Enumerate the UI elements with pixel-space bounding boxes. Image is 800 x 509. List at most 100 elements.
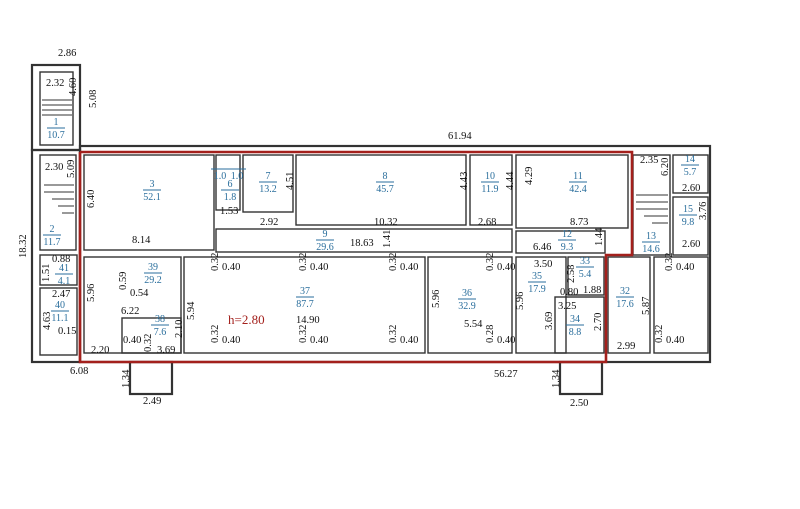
dimension-label: 3.76 <box>698 202 709 220</box>
dimension-label: 2.35 <box>640 155 658 166</box>
room-number: 10 <box>485 171 495 182</box>
dimension-label: 2.49 <box>143 396 161 407</box>
dimension-label: 0.40 <box>400 335 418 346</box>
room-label-38: 387.6 <box>151 314 169 338</box>
dimension-label: 0.28 <box>485 325 496 343</box>
dimension-label: 1.51 <box>41 264 52 282</box>
walls <box>30 63 712 396</box>
dimension-label: 2.70 <box>593 313 604 331</box>
dimension-label: 1.44 <box>594 227 605 246</box>
room-number: 36 <box>462 288 472 299</box>
room-area: 9.3 <box>561 242 574 253</box>
dimension-label: 0.40 <box>123 335 141 346</box>
room-label-wc4: 1.0 <box>228 168 246 182</box>
dimension-label: 1.34 <box>551 369 562 388</box>
dimension-label: 1.88 <box>583 285 601 296</box>
room-area: 9.8 <box>682 217 695 228</box>
room-area: 13.2 <box>259 184 277 195</box>
room-number: 37 <box>300 286 310 297</box>
dimension-label: 2.86 <box>58 48 76 59</box>
dimension-label: 0.40 <box>222 335 240 346</box>
dimension-label: 0.32 <box>210 325 221 343</box>
room-area: 5.7 <box>684 167 697 178</box>
dimension-label: 0.40 <box>676 262 694 273</box>
room-area: 17.9 <box>528 284 546 295</box>
dimension-label: 0.40 <box>310 262 328 273</box>
dimension-label: 0.40 <box>666 335 684 346</box>
room-number: 13 <box>646 231 656 242</box>
room-number: 39 <box>148 262 158 273</box>
room-area: 11.7 <box>43 237 60 248</box>
room-area: 7.6 <box>154 327 167 338</box>
room-area: 4.1 <box>58 276 71 287</box>
room-area: 29.6 <box>316 242 334 253</box>
dimension-label: 0.40 <box>497 335 515 346</box>
room-label-12: 129.3 <box>558 229 576 253</box>
dimension-label: 2.20 <box>91 345 109 356</box>
room-label-33: 335.4 <box>576 256 594 280</box>
room-label-1: 110.7 <box>47 117 65 141</box>
dimension-label: 18.63 <box>350 238 374 249</box>
dimension-label: 5.87 <box>641 297 652 315</box>
room-label-8: 845.7 <box>376 171 394 195</box>
room-number: 34 <box>570 314 580 325</box>
dimension-label: 0.15 <box>58 326 76 337</box>
room-number: 3 <box>150 179 155 190</box>
dimension-label: 0.40 <box>497 262 515 273</box>
leased-area-outline <box>78 150 634 364</box>
dimension-label: 2.68 <box>478 217 496 228</box>
dimension-label: 1.41 <box>382 230 393 248</box>
dimension-label: 3.69 <box>544 312 555 330</box>
dimension-label: 8.73 <box>570 217 588 228</box>
dimension-label: 0.40 <box>222 262 240 273</box>
room-number: 38 <box>155 314 165 325</box>
dimension-label: 0.32 <box>298 253 309 271</box>
room-area: 45.7 <box>376 184 394 195</box>
dimension-label: 5.09 <box>66 160 77 178</box>
room-number: 8 <box>383 171 388 182</box>
room-number: 40 <box>55 300 65 311</box>
room-number: 32 <box>620 286 630 297</box>
dimension-label: 3.25 <box>558 301 576 312</box>
room-area: 32.9 <box>458 301 476 312</box>
dimension-label: 4.29 <box>524 167 535 185</box>
dimension-label: 0.32 <box>210 253 221 271</box>
room-area: 29.2 <box>144 275 162 286</box>
dimension-label: 5.96 <box>431 290 442 308</box>
dimension-label: 0.40 <box>400 262 418 273</box>
dimension-label: 6.40 <box>86 190 97 208</box>
dimension-label: 5.54 <box>464 319 483 330</box>
dimension-label: 4.43 <box>459 172 470 190</box>
room-label-34: 348.8 <box>566 314 584 338</box>
dimension-label: 2.60 <box>682 183 700 194</box>
dimension-label: 0.59 <box>118 272 129 290</box>
dimension-label: 4.60 <box>68 78 79 96</box>
room-label-3: 352.1 <box>143 179 161 203</box>
room-label-9: 929.6 <box>316 229 334 253</box>
dimension-label: 10.32 <box>374 217 398 228</box>
dimension-label: 5.08 <box>88 90 99 108</box>
room-area: 11.1 <box>51 313 68 324</box>
room-area: 52.1 <box>143 192 161 203</box>
room-area: 1.8 <box>224 192 237 203</box>
room-label-37: 37 87.7 <box>296 286 314 310</box>
room-number: 12 <box>562 229 572 240</box>
room-area: 42.4 <box>569 184 587 195</box>
dimension-label: 2.50 <box>570 398 588 409</box>
dimension-label: 1.53 <box>220 206 238 217</box>
dimension-label: 1.34 <box>121 369 132 388</box>
dimension-label: 2.30 <box>45 162 63 173</box>
room-area: 87.7 <box>296 299 314 310</box>
room-area: 10.7 <box>47 130 65 141</box>
dimension-label: 0.88 <box>52 254 70 265</box>
dimension-label: 6.22 <box>121 306 139 317</box>
dimension-label: 0.80 <box>560 287 578 298</box>
